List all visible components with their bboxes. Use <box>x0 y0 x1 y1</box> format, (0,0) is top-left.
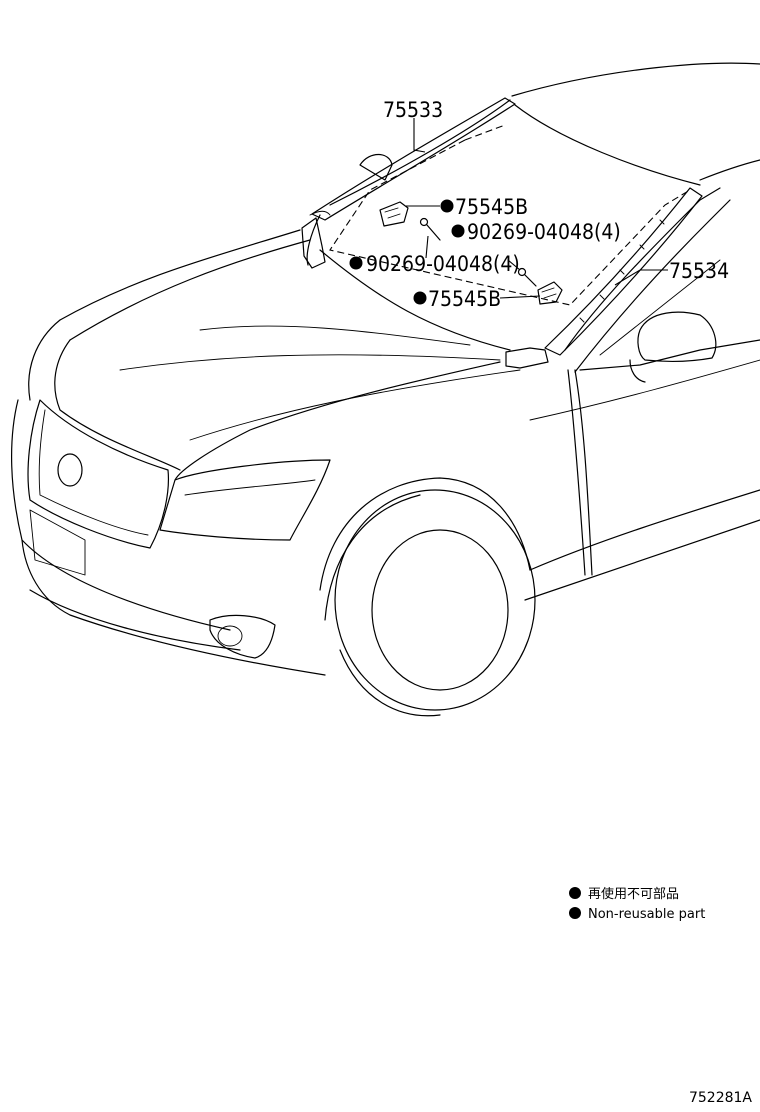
part-label-90269-04048-upper: 90269-04048(4) <box>467 220 621 244</box>
non-reusable-marker <box>440 199 454 213</box>
non-reusable-marker <box>413 291 427 305</box>
legend-text-japanese: 再使用不可部品 <box>588 886 679 902</box>
part-label-75545b-lower: 75545B <box>428 287 501 311</box>
diagram-code: 752281A <box>689 1090 752 1106</box>
car-illustration <box>11 62 760 717</box>
non-reusable-marker <box>451 224 465 238</box>
part-label-75534: 75534 <box>669 259 729 283</box>
legend-marker-en <box>569 907 581 919</box>
moulding-75533 <box>301 97 516 269</box>
moulding-75534 <box>505 187 703 369</box>
dashed-guides <box>329 124 691 306</box>
screw-90269-lower <box>517 267 537 287</box>
part-labels: 75533 75545B 90269-04048(4) 90269-04048(… <box>349 98 729 311</box>
clip-75545b-lower <box>537 281 563 305</box>
part-label-75545b-upper: 75545B <box>455 195 528 219</box>
part-label-90269-04048-lower: 90269-04048(4) <box>366 252 520 276</box>
clip-75545b-upper <box>379 201 409 227</box>
legend-text-english: Non-reusable part <box>588 907 705 922</box>
leader-lines <box>406 118 668 299</box>
legend: 再使用不可部品 Non-reusable part <box>569 886 705 922</box>
non-reusable-marker <box>349 256 363 270</box>
screw-90269-upper <box>419 217 441 241</box>
legend-marker-jp <box>569 887 581 899</box>
part-label-75533: 75533 <box>383 98 443 122</box>
